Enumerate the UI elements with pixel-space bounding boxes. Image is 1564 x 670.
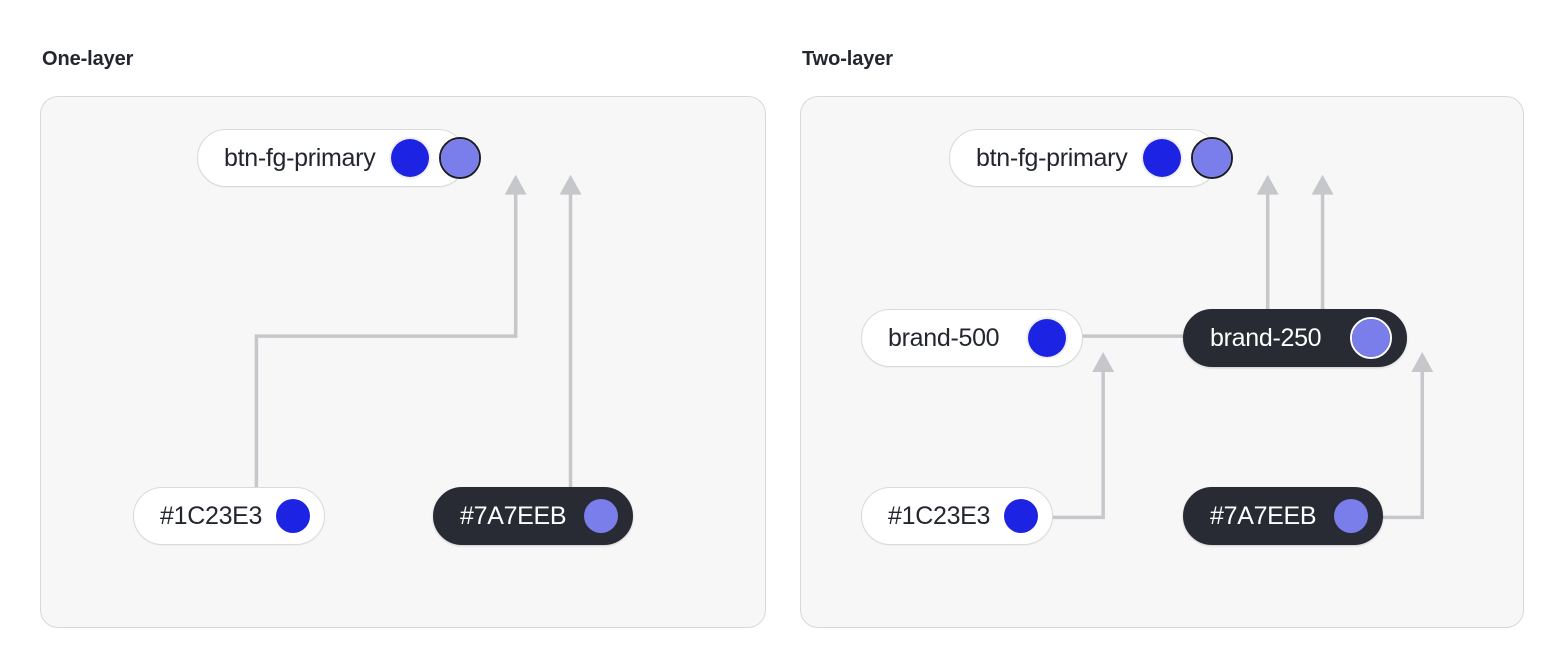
swatch-group (584, 499, 618, 533)
swatch-group (1141, 137, 1234, 179)
node-brand-250[interactable]: brand-250 (1183, 309, 1407, 367)
graph-one-layer: btn-fg-primary #1C23E3 (41, 97, 765, 627)
node-brand-500[interactable]: brand-500 (861, 309, 1083, 367)
node-hex-7a7eeb[interactable]: #7A7EEB (433, 487, 633, 545)
swatch-brand-500[interactable] (1026, 317, 1068, 359)
arrowhead-hex7a7eeb (559, 174, 582, 195)
node-btn-fg-primary[interactable]: btn-fg-primary (197, 129, 482, 187)
swatch-brand-500[interactable] (276, 499, 311, 533)
node-label: btn-fg-primary (224, 143, 376, 172)
group-title-one-layer: One-layer (42, 48, 134, 70)
panel-two-layer: btn-fg-primary brand-500 (800, 96, 1524, 628)
node-hex-1c23e3[interactable]: #1C23E3 (133, 487, 325, 545)
swatch-brand-500[interactable] (1004, 499, 1039, 533)
arrowhead-brand500-up (1256, 174, 1279, 195)
node-btn-fg-primary[interactable]: btn-fg-primary (949, 129, 1234, 187)
swatch-group (1026, 317, 1068, 359)
node-hex-7a7eeb[interactable]: #7A7EEB (1183, 487, 1383, 545)
swatch-brand-250[interactable] (584, 499, 618, 533)
node-label: #1C23E3 (888, 501, 991, 530)
swatch-group (1004, 499, 1039, 533)
group-title-two-layer: Two-layer (802, 48, 893, 70)
swatch-group (1334, 499, 1368, 533)
arrowhead-hex1c23e3 (504, 174, 527, 195)
swatch-group (276, 499, 311, 533)
swatch-group (389, 137, 482, 179)
swatch-brand-500[interactable] (389, 137, 432, 179)
graph-two-layer: btn-fg-primary brand-500 (801, 97, 1523, 627)
node-label: brand-500 (888, 323, 1000, 352)
node-label: brand-250 (1210, 323, 1322, 352)
arrowhead-hex7a7eeb (1411, 352, 1434, 372)
swatch-brand-250[interactable] (1191, 137, 1234, 179)
node-label: #7A7EEB (460, 501, 567, 530)
node-label: btn-fg-primary (976, 143, 1128, 172)
panel-one-layer: btn-fg-primary #1C23E3 (40, 96, 766, 628)
swatch-brand-250[interactable] (439, 137, 482, 179)
arrowhead-brand250-up (1311, 174, 1334, 195)
group-two-layer: Two-layer (800, 48, 1524, 628)
swatch-brand-500[interactable] (1141, 137, 1184, 179)
group-one-layer: One-layer btn-fg-primary (40, 48, 766, 628)
swatch-group (1350, 317, 1392, 359)
node-label: #7A7EEB (1210, 501, 1317, 530)
node-label: #1C23E3 (160, 501, 263, 530)
swatch-brand-250[interactable] (1350, 317, 1392, 359)
swatch-brand-250[interactable] (1334, 499, 1368, 533)
node-hex-1c23e3[interactable]: #1C23E3 (861, 487, 1053, 545)
arrowhead-hex1c23e3 (1092, 352, 1115, 372)
